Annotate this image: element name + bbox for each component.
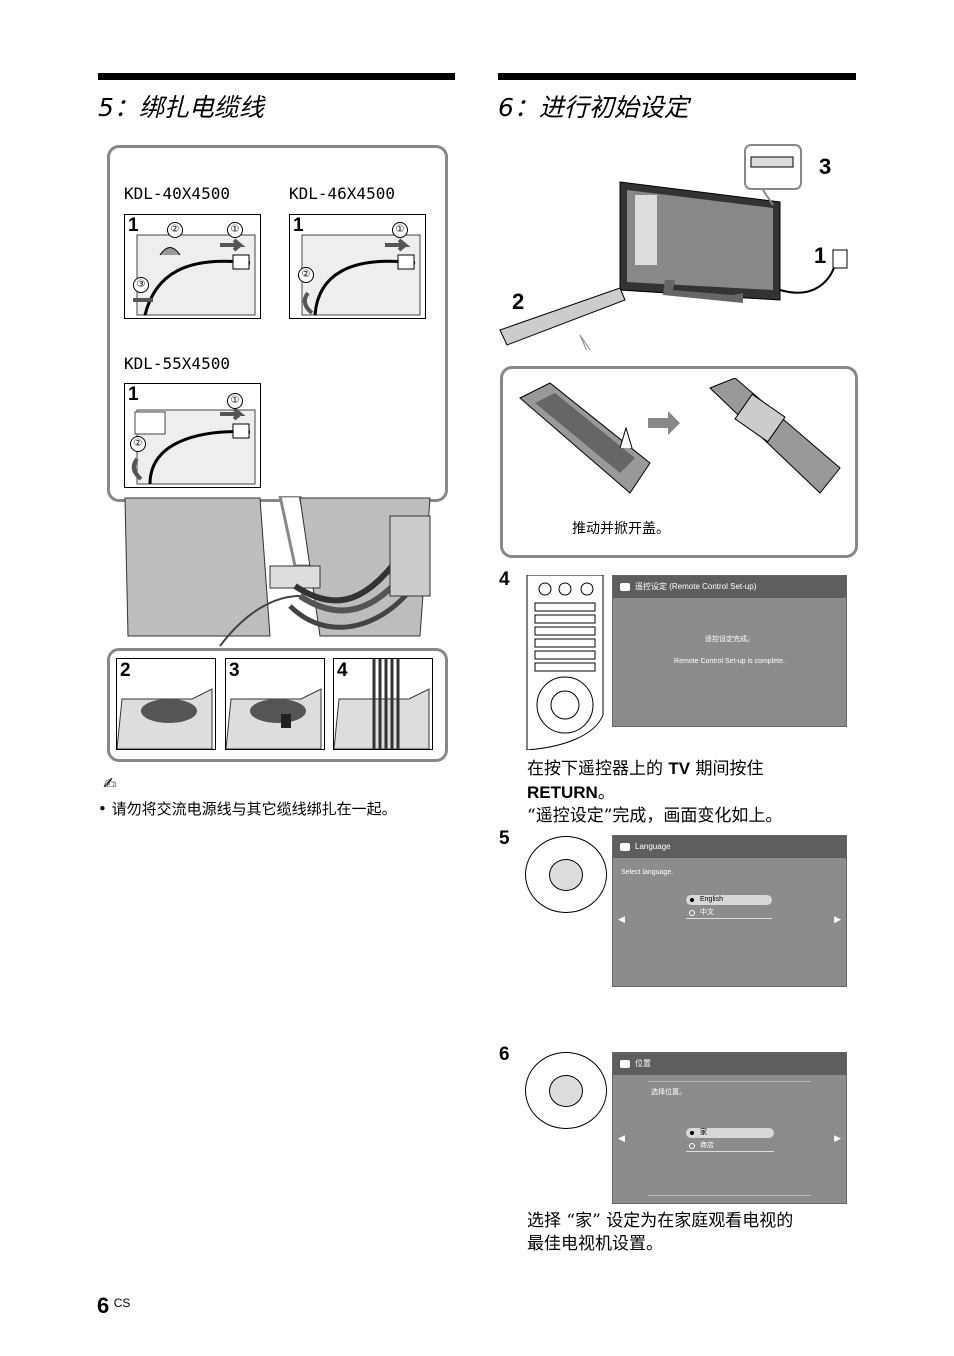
location-screen: 位置 选择位置。 家 商店 ◀ ▶ [612,1052,847,1204]
toolbox-icon [620,1060,630,1068]
remote-setup-screen-title: 遥控设定 (Remote Control Set-up) [635,582,757,591]
step6-instruction: 选择 “家” 设定为在家庭观看电视的 最佳电视机设置。 [527,1210,847,1256]
marker-2-55: ② [130,436,146,452]
location-option-store[interactable]: 商店 [686,1141,774,1152]
toolbox-icon [620,583,630,591]
marker-3-40: ③ [133,277,149,293]
step-6-num: 6 [499,1044,510,1065]
marker-2-40: ② [167,222,183,238]
model-label-55: KDL-55X4500 [124,354,230,373]
radio-unselected-icon [689,1143,695,1149]
cable-illustration-40 [133,234,256,316]
section6-title: 6：进行初始设定 [498,93,689,122]
language-option-english-label: English [700,896,723,903]
location-option-home[interactable]: 家 [686,1128,774,1138]
section6-rule [498,73,856,80]
step4-text-d: “遥控设定”完成，画面变化如上。 [527,806,783,826]
location-bottom-line [648,1195,811,1196]
cable-illustration-55 [131,407,256,485]
clip-illustration-4 [333,659,430,750]
remote-dial-step5 [525,836,607,913]
language-screen: Language Select language. English 中文 ◀ ▶ [612,835,847,987]
location-option-store-label: 商店 [700,1142,714,1149]
panel-46x4500: 1 ① ② [289,214,426,319]
step-4-num: 4 [499,569,510,590]
arrow-left-icon: ◀ [618,914,625,924]
remote-setup-screen: 遥控设定 (Remote Control Set-up) 遥控设定完成。 Rem… [612,575,847,727]
step4-text-c: 。 [597,783,615,803]
step6-text2: 最佳电视机设置。 [527,1234,663,1254]
location-prompt: 选择位置。 [651,1089,686,1096]
panel-step-3: 3 [225,658,325,750]
step4-return-key: RETURN [527,783,598,802]
step4-instruction: 在按下遥控器上的 TV 期间按住 RETURN。 “遥控设定”完成，画面变化如上… [527,757,847,828]
battery-caption: 推动并掀开盖。 [572,521,670,537]
step-2: 2 [120,660,131,681]
panel-step-4: 4 [333,658,433,750]
arrow-right-icon: ▶ [834,1133,841,1143]
arrow-left-icon: ◀ [618,1133,625,1143]
dial-center-step5 [549,859,583,891]
battery-cover-illustration [519,378,841,494]
panel-40x4500: 1 ② ① ③ [124,214,261,319]
language-option-english[interactable]: English [686,895,772,905]
remote-setup-screen-header: 遥控设定 (Remote Control Set-up) [613,576,846,598]
toolbox-icon [620,843,630,851]
remote-setup-line2: Remote Control Set-up is complete. [674,658,785,665]
language-option-chinese[interactable]: 中文 [686,908,772,919]
marker-1-55: ① [227,393,243,409]
clip-illustration-3 [225,688,322,750]
location-top-line [648,1081,811,1082]
arrow-right-icon: ▶ [834,914,841,924]
language-prompt: Select language. [621,869,674,876]
location-option-home-label: 家 [700,1129,707,1136]
location-screen-title: 位置 [635,1059,651,1068]
model-label-40: KDL-40X4500 [124,184,230,203]
step4-tv-key: TV [668,759,691,778]
step4-text-b: 期间按住 [690,759,764,779]
tv-back-illustration [124,496,431,647]
note-text: • 请勿将交流电源线与其它缆线绑扎在一起。 [98,800,397,818]
language-screen-title: Language [635,842,671,851]
clip-illustration-2 [116,688,213,750]
callout-2: 2 [512,289,525,314]
step-1-46: 1 [293,215,304,236]
tv-front-illustration [499,144,848,350]
panel-55x4500: 1 ① ② [124,383,261,488]
step-4-left: 4 [337,660,348,681]
radio-selected-icon [690,1131,694,1135]
section5-title: 5：绑扎电缆线 [98,93,264,122]
step-3: 3 [229,660,240,681]
language-option-chinese-label: 中文 [700,909,714,916]
remote-dial-step6 [525,1052,607,1129]
model-label-46: KDL-46X4500 [289,184,395,203]
marker-2-46: ② [298,267,314,283]
page-lang-code: CS [113,1296,131,1310]
panel-step-2: 2 [116,658,216,750]
step-5-num: 5 [499,828,510,849]
callout-1: 1 [814,243,827,268]
step-1-40: 1 [128,215,139,236]
page-number: 6 CS [97,1293,130,1319]
radio-unselected-icon [689,910,695,916]
remote-control-illustration [526,575,604,750]
step6-text1: 选择 “家” 设定为在家庭观看电视的 [527,1211,794,1231]
pencil-note-icon: ✍ [103,774,117,793]
section5-rule [98,73,455,80]
page-number-value: 6 [97,1293,110,1318]
marker-1-46: ① [392,222,408,238]
dial-center-step6 [549,1075,583,1107]
callout-3: 3 [819,154,832,179]
remote-setup-line1: 遥控设定完成。 [705,636,754,643]
language-screen-header: Language [613,836,846,858]
step4-text-a: 在按下遥控器上的 [527,759,669,779]
radio-selected-icon [690,898,694,902]
location-screen-header: 位置 [613,1053,846,1075]
marker-1-40: ① [227,222,243,238]
cable-illustration-46 [301,234,421,316]
step-1-55: 1 [128,384,139,405]
